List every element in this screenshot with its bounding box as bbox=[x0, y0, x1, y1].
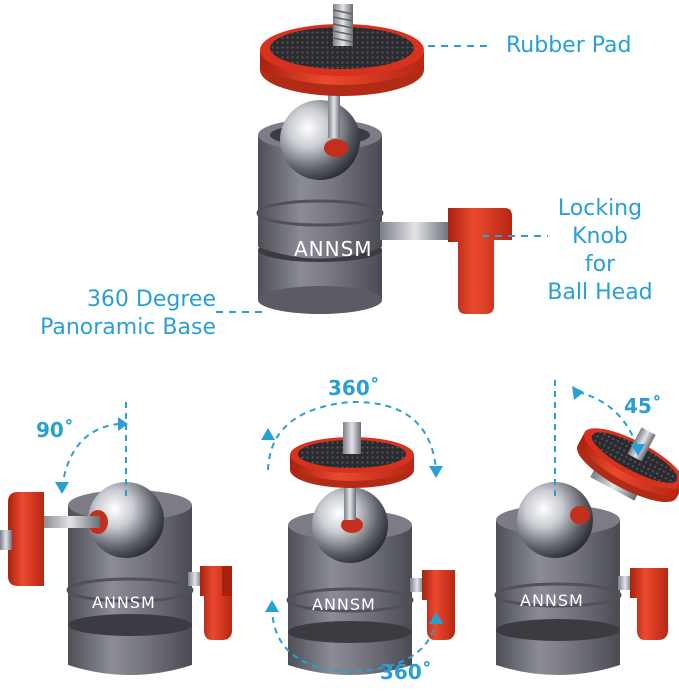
dashed-leader-line bbox=[216, 45, 548, 313]
label-line: 360 Degree bbox=[86, 287, 216, 312]
ball-head-rotate-360 bbox=[286, 422, 455, 675]
angle-label-45: 45˚ bbox=[624, 394, 662, 418]
label-line: for bbox=[584, 252, 616, 277]
label-rubber-pad: Rubber Pad bbox=[506, 33, 632, 58]
main-ball-head bbox=[256, 4, 512, 314]
label-locking-knob: Locking Knob for Ball Head bbox=[540, 195, 660, 307]
label-line: Locking bbox=[557, 196, 643, 221]
label-line: Panoramic Base bbox=[40, 315, 216, 340]
arrow-heads bbox=[55, 386, 645, 624]
brand-logo: ANNSM bbox=[294, 237, 373, 261]
rotation-arrow-icon bbox=[61, 380, 639, 674]
brand-logo-small: ANNSM bbox=[312, 595, 376, 614]
ball-head-tilt-45 bbox=[494, 427, 679, 675]
angle-label-360-bottom: 360˚ bbox=[380, 660, 432, 684]
brand-logo-small: ANNSM bbox=[92, 593, 156, 612]
angle-label-90: 90˚ bbox=[36, 418, 74, 442]
brand-logo-small: ANNSM bbox=[520, 591, 584, 610]
angle-label-360-top: 360˚ bbox=[328, 376, 380, 400]
label-line: Ball Head bbox=[547, 280, 653, 305]
ball-head-tilt-90 bbox=[0, 482, 232, 675]
label-line: Knob bbox=[572, 224, 628, 249]
label-panoramic-base: 360 Degree Panoramic Base bbox=[20, 286, 216, 342]
